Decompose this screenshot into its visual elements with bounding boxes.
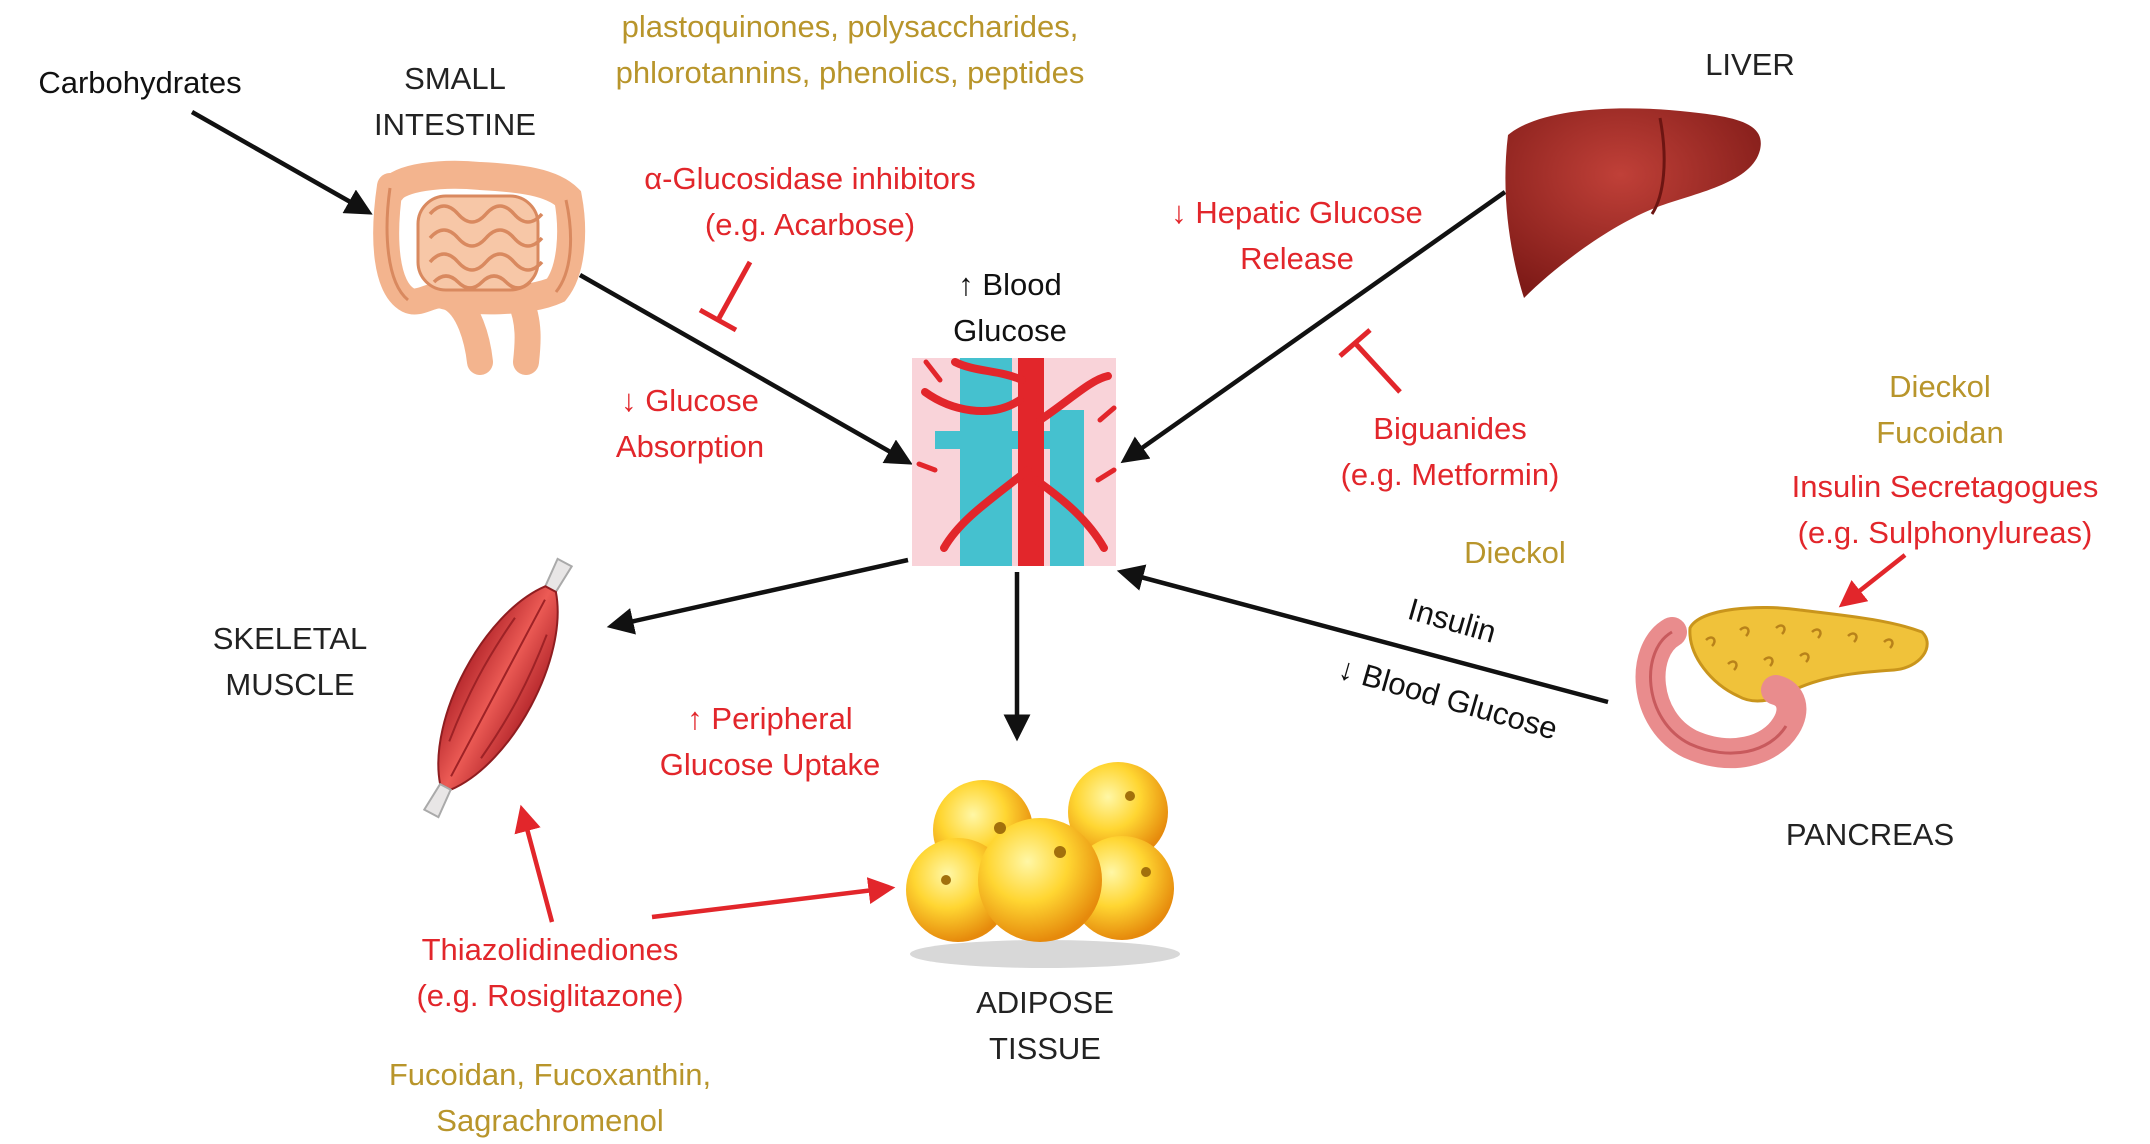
- glucose-absorption-label: ↓ Glucose Absorption: [530, 378, 850, 470]
- insulin-secretagogues-line1: Insulin Secretagogues: [1740, 464, 2150, 510]
- hepatic-release-line1: ↓ Hepatic Glucose: [1132, 190, 1462, 236]
- marine-compounds-intestine: plastoquinones, polysaccharides, phlorot…: [560, 4, 1140, 96]
- alpha-glucosidase-label: α-Glucosidase inhibitors (e.g. Acarbose): [600, 156, 1020, 248]
- arrow-blood-to-muscle: [612, 560, 908, 626]
- biguanides-label: Biguanides (e.g. Metformin): [1290, 406, 1610, 498]
- skeletal-muscle-label: SKELETAL MUSCLE: [160, 616, 420, 708]
- glucose-absorption-line2: Absorption: [530, 424, 850, 470]
- glucose-absorption-line1: ↓ Glucose: [530, 378, 850, 424]
- pancreas-icon: [1651, 607, 1928, 753]
- skeletal-muscle-label-line2: MUSCLE: [160, 662, 420, 708]
- hepatic-release-label: ↓ Hepatic Glucose Release: [1132, 190, 1462, 282]
- alpha-glucosidase-line1: α-Glucosidase inhibitors: [600, 156, 1020, 202]
- inhibitor-biguanides: [1340, 330, 1400, 392]
- adipose-tissue-label-line1: ADIPOSE: [920, 980, 1170, 1026]
- skeletal-muscle-icon: [398, 545, 598, 831]
- carbohydrates-label: Carbohydrates: [10, 60, 270, 106]
- marine-compounds-muscle-adipose-line2: Sagrachromenol: [330, 1098, 770, 1144]
- thiazolidinediones-line1: Thiazolidinediones: [375, 927, 725, 973]
- marine-compounds-muscle-adipose: Fucoidan, Fucoxanthin, Sagrachromenol: [330, 1052, 770, 1144]
- liver-icon: [1505, 108, 1760, 298]
- small-intestine-label-line1: SMALL: [330, 56, 580, 102]
- fat-cells-icon: [906, 762, 1180, 968]
- marine-compounds-pancreas-line2: Fucoidan: [1820, 410, 2060, 456]
- peripheral-uptake-line2: Glucose Uptake: [610, 742, 930, 788]
- marine-compound-liver: Dieckol: [1400, 530, 1630, 576]
- thiazolidinediones-label: Thiazolidinediones (e.g. Rosiglitazone): [375, 927, 725, 1019]
- marine-compounds-intestine-line1: plastoquinones, polysaccharides,: [560, 4, 1140, 50]
- blood-vessels-icon: [912, 358, 1116, 566]
- arrow-secretagogues-to-pancreas: [1843, 555, 1905, 604]
- small-intestine-label: SMALL INTESTINE: [330, 56, 580, 148]
- marine-compounds-muscle-adipose-line1: Fucoidan, Fucoxanthin,: [330, 1052, 770, 1098]
- arrow-thiazolidinediones-to-adipose: [652, 888, 890, 917]
- marine-compounds-pancreas-line1: Dieckol: [1820, 364, 2060, 410]
- blood-glucose-up-line1: ↑ Blood: [900, 262, 1120, 308]
- small-intestine-label-line2: INTESTINE: [330, 102, 580, 148]
- marine-compounds-intestine-line2: phlorotannins, phenolics, peptides: [560, 50, 1140, 96]
- insulin-secretagogues-line2: (e.g. Sulphonylureas): [1740, 510, 2150, 556]
- peripheral-uptake-label: ↑ Peripheral Glucose Uptake: [610, 696, 930, 788]
- biguanides-line1: Biguanides: [1290, 406, 1610, 452]
- blood-glucose-up-line2: Glucose: [900, 308, 1120, 354]
- adipose-tissue-label-line2: TISSUE: [920, 1026, 1170, 1072]
- small-intestine-icon: [386, 175, 571, 362]
- marine-compounds-pancreas: Dieckol Fucoidan: [1820, 364, 2060, 456]
- adipose-tissue-label: ADIPOSE TISSUE: [920, 980, 1170, 1072]
- arrow-thiazolidinediones-to-muscle: [522, 810, 552, 922]
- insulin-secretagogues-label: Insulin Secretagogues (e.g. Sulphonylure…: [1740, 464, 2150, 556]
- pancreas-label: PANCREAS: [1730, 812, 2010, 858]
- alpha-glucosidase-line2: (e.g. Acarbose): [600, 202, 1020, 248]
- blood-glucose-up-label: ↑ Blood Glucose: [900, 262, 1120, 354]
- hepatic-release-line2: Release: [1132, 236, 1462, 282]
- peripheral-uptake-line1: ↑ Peripheral: [610, 696, 930, 742]
- inhibitor-alpha-glucosidase: [700, 262, 750, 330]
- skeletal-muscle-label-line1: SKELETAL: [160, 616, 420, 662]
- thiazolidinediones-line2: (e.g. Rosiglitazone): [375, 973, 725, 1019]
- liver-label: LIVER: [1660, 42, 1840, 88]
- biguanides-line2: (e.g. Metformin): [1290, 452, 1610, 498]
